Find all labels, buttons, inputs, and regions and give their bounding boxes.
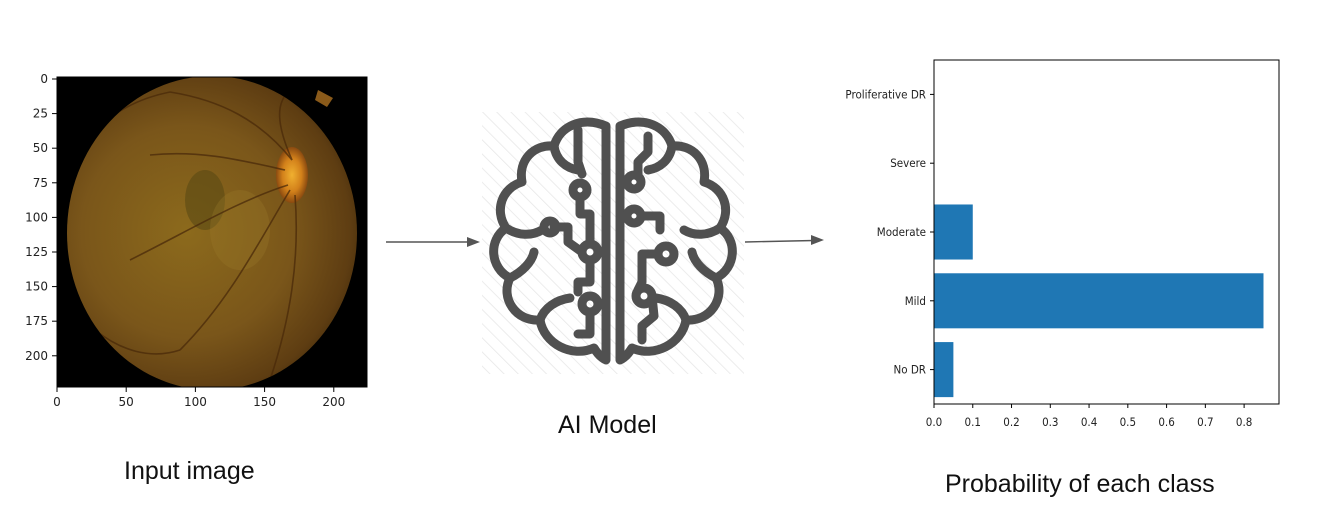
category-label: Mild <box>905 294 926 308</box>
input-y-tick-label: 150 <box>25 280 48 294</box>
x-tick-label: 0.1 <box>965 415 981 429</box>
input-y-tick-label: 0 <box>40 72 48 86</box>
x-tick-label: 0.3 <box>1042 415 1058 429</box>
category-label: Severe <box>890 156 926 170</box>
input-y-tick-label: 100 <box>25 210 48 224</box>
input-x-tick-label: 0 <box>53 395 61 409</box>
input-y-tick-label: 125 <box>25 245 48 259</box>
category-label: Moderate <box>877 225 926 239</box>
category-label: No DR <box>893 363 926 377</box>
input-image-caption: Input image <box>124 457 255 485</box>
input-x-tick-label: 50 <box>119 395 134 409</box>
category-label: Proliferative DR <box>845 87 926 101</box>
input-y-tick-label: 200 <box>25 349 48 363</box>
x-tick-label: 0.2 <box>1003 415 1019 429</box>
optic-disc <box>276 147 308 203</box>
x-tick-label: 0.7 <box>1197 415 1213 429</box>
x-tick-label: 0.0 <box>926 415 942 429</box>
input-y-tick-label: 25 <box>33 107 48 121</box>
x-tick-label: 0.5 <box>1120 415 1136 429</box>
model-caption: AI Model <box>558 411 657 439</box>
input-x-tick-label: 150 <box>253 395 276 409</box>
x-tick-label: 0.8 <box>1236 415 1252 429</box>
input-y-tick-label: 75 <box>33 176 48 190</box>
input-x-tick-label: 200 <box>322 395 345 409</box>
bar-no-dr <box>934 342 954 398</box>
brain-circuit-icon <box>489 117 737 365</box>
chart-frame <box>933 59 1280 405</box>
fundus-photo <box>67 77 357 387</box>
bar-moderate <box>934 204 973 260</box>
x-tick-label: 0.4 <box>1081 415 1097 429</box>
input-y-tick-label: 175 <box>25 314 48 328</box>
input-x-tick-label: 100 <box>184 395 207 409</box>
x-tick-label: 0.6 <box>1158 415 1174 429</box>
input-y-tick-label: 50 <box>33 141 48 155</box>
bar-mild <box>934 273 1264 329</box>
output-caption: Probability of each class <box>945 470 1215 498</box>
